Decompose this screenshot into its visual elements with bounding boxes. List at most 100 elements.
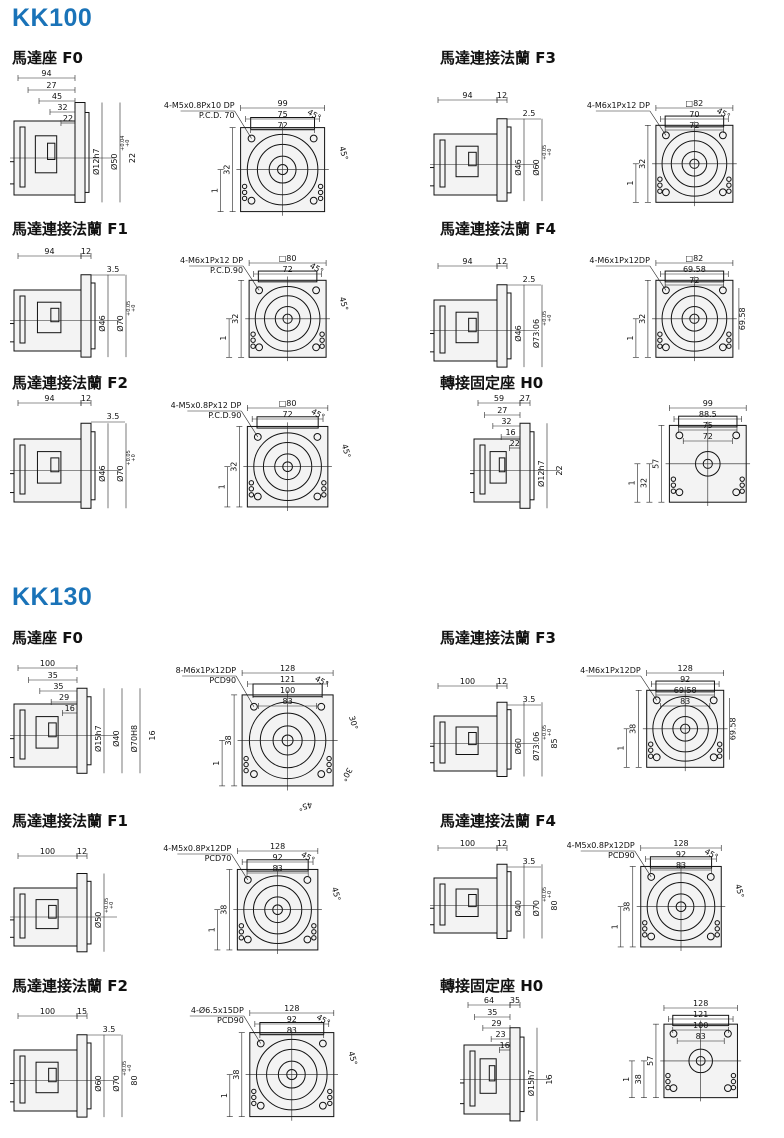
thread-note: 4-M5x0.8Px12DP [567, 841, 635, 850]
dimension-label: 128 [678, 664, 693, 673]
dimension-label: 64 [484, 996, 494, 1005]
dimension-label: 45° [733, 883, 745, 899]
dimension-label: 27 [497, 406, 507, 415]
dimension-label: 15 [77, 1007, 87, 1016]
dimension-label: 1 [220, 1093, 229, 1098]
thread-note: 4-M6x1Px12 DP [180, 256, 243, 265]
dimension-label: 16 [148, 730, 157, 740]
dimension-label: 32 [223, 165, 232, 175]
dimension-label: Ø60 [513, 738, 523, 754]
dimension-label: 94 [44, 394, 54, 403]
module-title: 馬達連接法蘭 F4 [440, 812, 556, 830]
dimension-label: 32 [638, 314, 647, 324]
dimension-label: 128 [280, 664, 295, 673]
dimension-label: 3.5 [523, 695, 536, 704]
thread-note: 4-M6x1Px12DP [589, 256, 650, 265]
bolt-hole-icon [250, 702, 258, 711]
dimension-label: 38 [219, 905, 228, 915]
dimension-label: 12 [77, 847, 87, 856]
module-title: 馬達連接法蘭 F1 [12, 220, 128, 238]
dimension-label: 22 [128, 153, 137, 163]
thread-note: 4-M5x0.8Px12DP [163, 844, 231, 853]
module-title: 馬達座 F0 [12, 49, 83, 67]
dimension-label: 100 [280, 686, 295, 695]
dimension-label: +0.04 [120, 136, 126, 151]
dimension-label: 38 [629, 724, 638, 734]
dimension-label: Ø46 [513, 159, 523, 175]
dimension-label: 45° [297, 800, 313, 812]
dimension-label: 16 [505, 428, 515, 437]
dimension-label: 83 [283, 697, 293, 706]
dimension-label: 12 [497, 91, 507, 100]
dimension-label: □82 [686, 99, 704, 108]
bolt-hole-icon [709, 696, 718, 705]
dimension-label: 1 [217, 484, 226, 489]
dimension-label: 1 [211, 188, 220, 193]
bolt-hole-icon [256, 1039, 265, 1048]
dimension-label: 29 [59, 693, 69, 702]
bolt-hole-icon [647, 932, 656, 941]
dimension-label: 80 [130, 1075, 139, 1085]
dimension-label: Ø70 [115, 315, 125, 331]
bolt-hole-icon [709, 753, 718, 762]
dimension-label: 83 [680, 697, 690, 706]
dimension-label: 38 [232, 1070, 241, 1080]
dimension-label: 3.5 [103, 1025, 116, 1034]
dimension-label: +0.05 [542, 725, 548, 740]
dimension-label: +0.05 [542, 145, 548, 160]
dimension-label: 30° [347, 715, 359, 731]
dimension-label: +0.05 [542, 887, 548, 902]
dimension-label: 38 [224, 735, 233, 745]
dimension-label: Ø70 [111, 1075, 121, 1091]
dimension-label: □80 [279, 254, 297, 263]
front-view-drawing: 1281211008338145°30°30°45°8-M6x1Px12DPPC… [176, 664, 360, 812]
bolt-hole-icon [662, 131, 670, 140]
bolt-hole-icon [317, 702, 326, 711]
dimension-label: 27 [520, 394, 530, 403]
bolt-hole-icon [675, 488, 684, 497]
dimension-label: Ø70 [115, 465, 125, 481]
bolt-hole-icon [652, 696, 661, 705]
dimension-label: 59 [494, 394, 504, 403]
bolt-hole-icon [253, 433, 262, 441]
module-title: 馬達連接法蘭 F3 [440, 49, 556, 67]
thread-note: 4-M6x1Px12DP [580, 666, 641, 675]
section-title-kk100: KK100 [12, 4, 93, 32]
dimension-label: 100 [460, 677, 475, 686]
dimension-label: 45° [346, 1050, 358, 1066]
thread-note: 8-M6x1Px12DP [176, 666, 237, 675]
bolt-hole-icon [255, 343, 264, 352]
dimension-label: 128 [673, 839, 688, 848]
dimension-label: 75 [278, 110, 288, 119]
dimension-label: 1 [207, 927, 216, 932]
dimension-label: 69.58 [674, 686, 697, 695]
module-title: 馬達連接法蘭 F2 [12, 977, 128, 995]
dimension-label: 45° [337, 145, 349, 161]
dimension-label: 72 [703, 432, 713, 441]
dimension-label: 121 [280, 675, 295, 684]
dimension-label: 99 [703, 399, 713, 408]
pcd-label: PCD70 [205, 854, 232, 863]
dimension-label: 12 [497, 839, 507, 848]
thread-note: 4-M5x0.8Px10 DP [164, 101, 235, 110]
dimension-label: +0.05 [542, 311, 548, 326]
dimension-label: Ø73.06 [531, 732, 541, 761]
bolt-hole-icon [313, 433, 322, 441]
dimension-label: 12 [81, 394, 91, 403]
dimension-label: 128 [270, 842, 285, 851]
dimension-label: +0 [125, 140, 131, 147]
bolt-hole-icon [718, 286, 727, 295]
dimension-label: +0 [547, 149, 553, 156]
dimension-label: Ø46 [97, 315, 107, 331]
bolt-hole-icon [732, 431, 741, 440]
dimension-label: 72 [283, 265, 293, 274]
dimension-label: +0.05 [126, 450, 132, 465]
bolt-hole-icon [256, 1101, 265, 1110]
